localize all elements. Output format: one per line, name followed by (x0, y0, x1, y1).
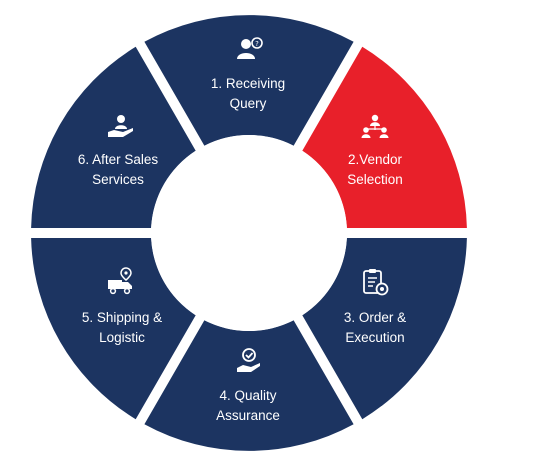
hand-support-icon (106, 112, 136, 142)
segment-4-label-line1: 4. Quality (219, 388, 277, 403)
clipboard-gear-icon (360, 267, 390, 297)
segment-2-label-line2: Selection (347, 172, 403, 187)
ring-segment-4 (144, 320, 354, 451)
truck-location-icon (106, 266, 136, 296)
quality-hand-icon (234, 346, 264, 376)
ring-segment-6 (31, 46, 196, 228)
segment-6-label-line2: Services (92, 172, 144, 187)
center-hole (151, 135, 347, 331)
team-network-icon (360, 112, 390, 142)
segment-2-label-line1: 2.Vendor (347, 152, 403, 167)
person-question-icon: ? (234, 34, 264, 64)
segment-1-label-line1: 1. Receiving (210, 76, 286, 91)
segment-5-label-line1: 5. Shipping & (81, 310, 163, 325)
segment-5-label-line2: Logistic (99, 330, 145, 345)
segment-2-label: 2.Vendor Selection (315, 150, 435, 190)
segment-1-label: 1. Receiving Query (188, 74, 308, 114)
ring-segment-1 (144, 15, 354, 146)
segment-5-label: 5. Shipping & Logistic (62, 308, 182, 348)
segment-6-label: 6. After Sales Services (58, 150, 178, 190)
segment-3-label-line1: 3. Order & (343, 310, 407, 325)
segment-4-label: 4. Quality Assurance (188, 386, 308, 426)
segment-1-label-line2: Query (229, 96, 267, 111)
segment-6-label-line1: 6. After Sales (77, 152, 159, 167)
segment-3-label: 3. Order & Execution (315, 308, 435, 348)
svg-text:?: ? (255, 40, 259, 48)
segment-3-label-line2: Execution (345, 330, 405, 345)
segment-4-label-line2: Assurance (216, 408, 280, 423)
ring-segment-5 (31, 238, 196, 420)
ring-segment-3 (302, 238, 467, 420)
